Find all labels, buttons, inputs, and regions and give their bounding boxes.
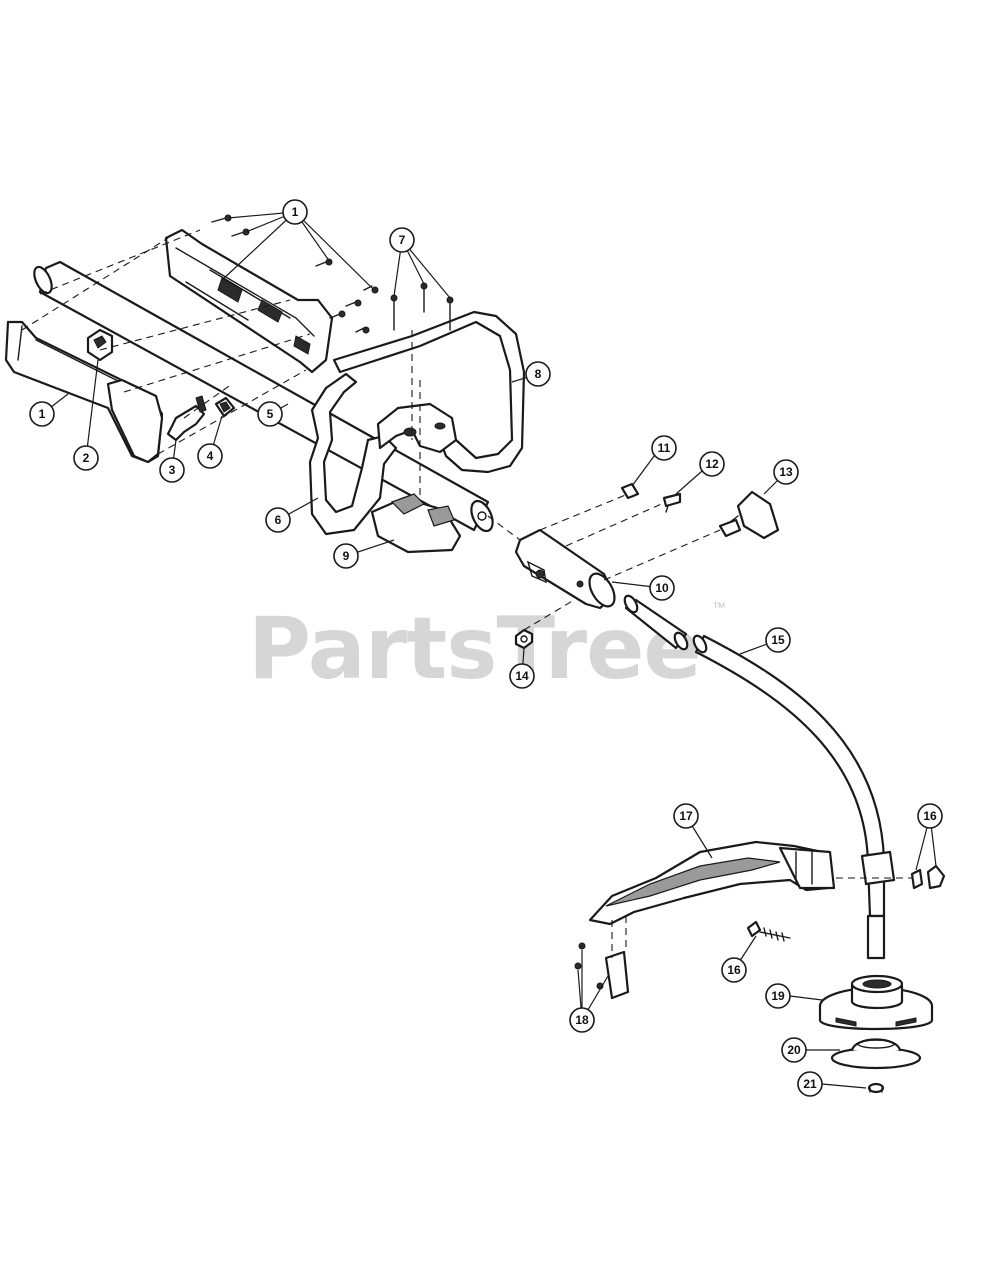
- part-trimmer-head: [818, 974, 934, 1031]
- watermark-text: PartsTree: [248, 599, 701, 699]
- callout-4: 4: [197, 443, 223, 469]
- part-coupler: [514, 528, 616, 610]
- callout-label: 4: [207, 449, 214, 463]
- assembly-lines-coupler: [487, 493, 721, 631]
- callout-label: 1: [39, 407, 46, 421]
- part-lockout-clip: [214, 396, 236, 418]
- part-loop-handle: [308, 310, 526, 536]
- callout-19: 19: [765, 983, 791, 1009]
- assembly-lines-left: [21, 229, 311, 455]
- part-housing-upper: [164, 228, 334, 374]
- callout-label: 13: [779, 465, 793, 479]
- callout-label: 11: [658, 441, 671, 455]
- callout-14: 14: [509, 663, 535, 689]
- callout-21: 21: [797, 1071, 823, 1097]
- callout-label: 12: [705, 457, 719, 471]
- callout-label: 5: [267, 407, 274, 421]
- callout-label: 3: [169, 463, 176, 477]
- callout-label: 15: [771, 633, 785, 647]
- part-head-nut: [867, 1082, 885, 1094]
- part-lower-shaft: [623, 594, 896, 960]
- callout-1-bottom: 1: [29, 401, 55, 427]
- part-wing-nut: [836, 864, 946, 890]
- callout-9: 9: [333, 543, 359, 569]
- callout-label: 16: [923, 809, 937, 823]
- callout-3: 3: [159, 457, 185, 483]
- callout-16-right: 16: [917, 803, 943, 829]
- watermark-trademark: ™: [712, 599, 726, 615]
- part-handle-clamp: [370, 493, 462, 554]
- callout-label: 21: [803, 1077, 817, 1091]
- callout-16-bottom: 16: [721, 957, 747, 983]
- callout-12: 12: [699, 451, 725, 477]
- part-housing-lower: [4, 320, 164, 464]
- callout-18: 18: [569, 1007, 595, 1033]
- callout-label: 9: [343, 549, 350, 563]
- callout-label: 14: [515, 669, 529, 683]
- callout-label: 16: [727, 963, 741, 977]
- callout-11: 11: [651, 435, 677, 461]
- callout-20: 20: [781, 1037, 807, 1063]
- callout-label: 10: [655, 581, 669, 595]
- callout-8: 8: [525, 361, 551, 387]
- callout-label: 18: [575, 1013, 589, 1027]
- part-spool-cover: [830, 1038, 922, 1070]
- screws-housing: [211, 214, 379, 334]
- callout-5: 5: [257, 401, 283, 427]
- callout-1-top: 1: [282, 199, 308, 225]
- callout-6: 6: [265, 507, 291, 533]
- callout-17: 17: [673, 803, 699, 829]
- callout-2: 2: [73, 445, 99, 471]
- callout-10: 10: [649, 575, 675, 601]
- part-throttle-trigger: [166, 395, 207, 442]
- callout-13: 13: [773, 459, 799, 485]
- callout-7: 7: [389, 227, 415, 253]
- callout-label: 1: [292, 205, 299, 219]
- part-knob: [718, 490, 780, 540]
- callout-label: 20: [787, 1043, 801, 1057]
- callout-label: 2: [83, 451, 90, 465]
- part-handle-screws: [390, 282, 454, 500]
- part-guard: [588, 840, 836, 926]
- callout-label: 17: [679, 809, 693, 823]
- part-switch: [86, 328, 114, 362]
- part-line-cutter: [574, 916, 630, 1000]
- callout-label: 8: [535, 367, 542, 381]
- part-coupler-bolts: [620, 482, 682, 513]
- callout-15: 15: [765, 627, 791, 653]
- part-guard-bolt: [746, 920, 791, 942]
- callout-label: 7: [399, 233, 406, 247]
- callout-label: 6: [275, 513, 282, 527]
- callout-label: 19: [771, 989, 785, 1003]
